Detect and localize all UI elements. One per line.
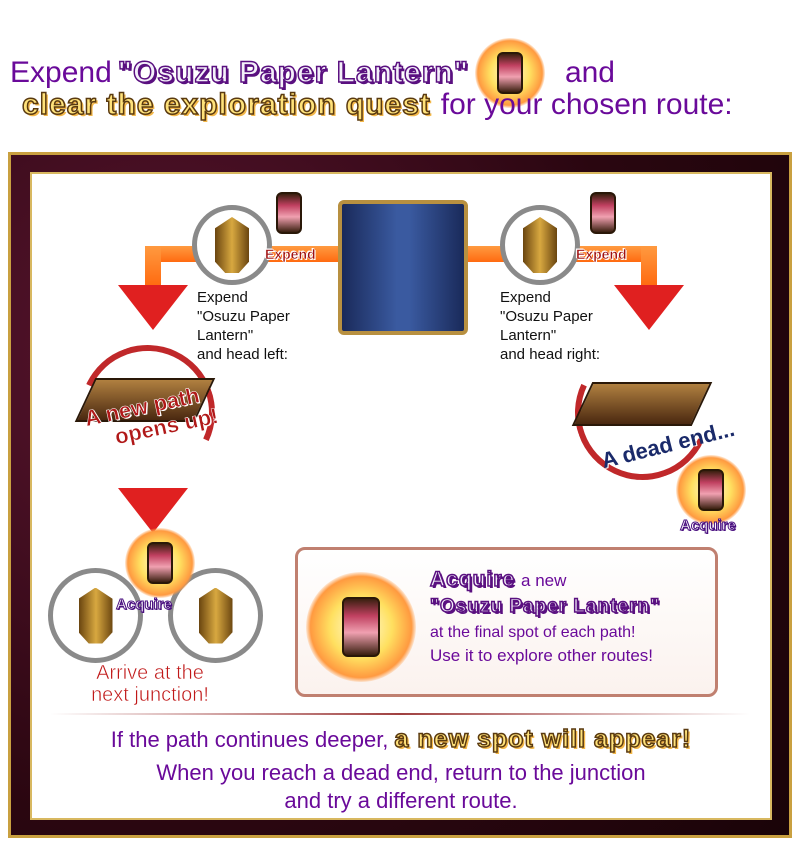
title-line-1: Expend "Osuzu Paper Lantern" and xyxy=(10,38,615,108)
info-text: Acquire a new "Osuzu Paper Lantern" at t… xyxy=(429,567,661,666)
title-line-2: clear the exploration quest for your cho… xyxy=(21,87,733,122)
caption-line: next junction! xyxy=(91,684,209,707)
platform-image xyxy=(571,382,713,426)
footer-highlight: a new spot will appear! xyxy=(394,724,692,754)
arrow-down-icon xyxy=(118,285,188,330)
title-highlight: clear the exploration quest xyxy=(21,87,431,122)
arrive-caption: Arrive at the next junction! xyxy=(60,662,240,707)
left-shrine-circle xyxy=(192,205,272,285)
right-shrine-circle xyxy=(500,205,580,285)
info-line-3: at the final spot of each path! xyxy=(430,624,636,641)
desc-line: Lantern" xyxy=(500,327,557,344)
expend-badge: Expend xyxy=(576,246,627,262)
footer-line-2: When you reach a dead end, return to the… xyxy=(156,760,646,785)
desc-line: Expend xyxy=(500,289,551,306)
arrow-down-icon xyxy=(614,285,684,330)
route-path-left xyxy=(145,246,161,286)
lantern-icon xyxy=(306,572,416,682)
title-expend: Expend xyxy=(10,56,112,89)
acquire-badge: Acquire xyxy=(116,596,173,614)
arrow-down-icon xyxy=(118,488,188,533)
shrine-icon xyxy=(198,587,233,644)
desc-line: "Osuzu Paper xyxy=(500,308,593,325)
acquire-badge: Acquire xyxy=(680,517,737,535)
title-item: "Osuzu Paper Lantern" xyxy=(117,55,469,90)
divider xyxy=(50,713,750,715)
title-and: and xyxy=(564,56,615,89)
expend-badge: Expend xyxy=(265,246,316,262)
lantern-icon xyxy=(125,528,195,598)
footer-line-3: and try a different route. xyxy=(284,788,518,813)
route-path-right xyxy=(641,246,657,286)
desc-line: Lantern" xyxy=(197,327,254,344)
info-item: "Osuzu Paper Lantern" xyxy=(429,595,661,618)
junction-door-image xyxy=(338,200,468,335)
lantern-icon xyxy=(474,38,545,108)
info-a-new: a new xyxy=(521,571,567,590)
info-box: Acquire a new "Osuzu Paper Lantern" at t… xyxy=(295,547,718,697)
desc-line: "Osuzu Paper xyxy=(197,308,290,325)
shrine-icon xyxy=(78,587,113,644)
caption-line: Arrive at the xyxy=(96,662,204,685)
desc-line: and head left: xyxy=(197,346,288,363)
lantern-icon xyxy=(276,192,302,234)
title-suffix: for your chosen route: xyxy=(440,88,733,121)
right-route-desc: Expend "Osuzu Paper Lantern" and head ri… xyxy=(500,288,600,364)
junction-shrine-circle xyxy=(48,568,143,663)
shrine-icon xyxy=(523,217,557,273)
shrine-icon xyxy=(215,217,249,273)
lantern-icon xyxy=(590,192,616,234)
footer-prefix: If the path continues deeper, xyxy=(110,727,389,752)
desc-line: Expend xyxy=(197,289,248,306)
desc-line: and head right: xyxy=(500,346,601,363)
lantern-icon xyxy=(676,455,746,525)
info-line-4: Use it to explore other routes! xyxy=(430,646,654,665)
info-acquire: Acquire xyxy=(429,567,516,592)
left-route-desc: Expend "Osuzu Paper Lantern" and head le… xyxy=(197,288,290,364)
footer-line-1: If the path continues deeper, a new spot… xyxy=(30,724,772,754)
